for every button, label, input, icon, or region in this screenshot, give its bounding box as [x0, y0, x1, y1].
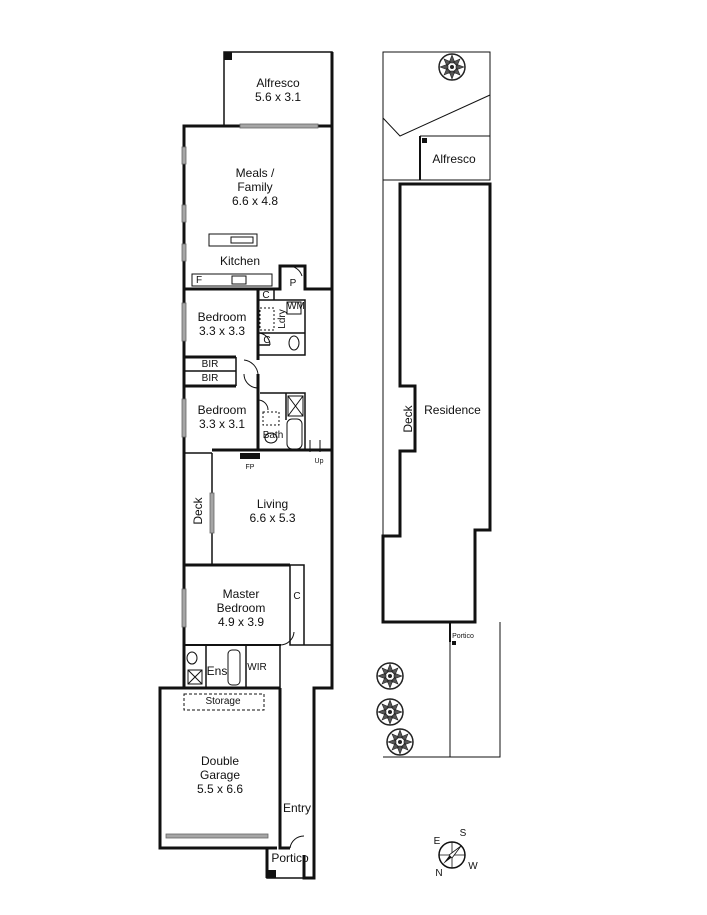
- room-title: Bedroom: [197, 310, 247, 324]
- room-title: Bedroom: [216, 601, 266, 615]
- label-pantry: P: [289, 278, 297, 289]
- site-markers: [422, 138, 456, 645]
- tree-icon: [376, 698, 404, 726]
- label-bir: BIR: [201, 359, 219, 370]
- site-portico: Portico: [452, 633, 474, 640]
- room-bedroom-2: Bedroom 3.3 x 3.1: [188, 403, 256, 431]
- compass-south: S: [459, 828, 467, 839]
- room-entry: Entry: [282, 801, 311, 815]
- room-dims: 5.5 x 6.6: [196, 782, 244, 796]
- room-portico: Portico: [271, 851, 309, 865]
- room-title: Double: [200, 754, 240, 768]
- label-stairs-up: Up: [314, 458, 324, 465]
- room-dims: 6.6 x 4.8: [231, 194, 279, 208]
- label-cupboard: C: [263, 335, 271, 346]
- room-double-garage: Double Garage 5.5 x 6.6: [170, 754, 270, 796]
- label-cupboard: C: [293, 591, 301, 602]
- label-laundry: Ldry: [277, 309, 288, 329]
- room-title: Master: [222, 587, 260, 601]
- room-title: Meals /: [235, 166, 275, 180]
- room-title: Garage: [199, 768, 241, 782]
- tree-icon: [376, 662, 404, 690]
- fixtures: [186, 233, 321, 686]
- room-title: Living: [256, 497, 289, 511]
- room-ensuite: Ens: [206, 664, 228, 678]
- room-alfresco: Alfresco 5.6 x 3.1: [224, 76, 332, 104]
- room-title: Alfresco: [256, 76, 300, 90]
- label-fridge: F: [195, 275, 203, 286]
- compass-north: N: [435, 868, 443, 879]
- room-dims: 4.9 x 3.9: [217, 615, 265, 629]
- windows: [165, 123, 319, 839]
- label-washing-machine: WM: [287, 301, 305, 312]
- room-dims: 5.6 x 3.1: [254, 90, 302, 104]
- compass-west: W: [468, 861, 478, 872]
- label-fireplace: FP: [245, 464, 255, 471]
- room-storage: Storage: [205, 696, 241, 707]
- compass-east: E: [433, 836, 441, 847]
- room-dims: 3.3 x 3.3: [198, 324, 246, 338]
- site-deck: Deck: [401, 405, 415, 433]
- compass-icon: [438, 841, 466, 869]
- room-dims: 3.3 x 3.1: [198, 417, 246, 431]
- room-title: Family: [237, 180, 273, 194]
- room-title: Bedroom: [197, 403, 247, 417]
- post-markers: [224, 52, 276, 878]
- room-title: Kitchen: [219, 254, 261, 268]
- room-living: Living 6.6 x 5.3: [225, 497, 320, 525]
- room-dims: 6.6 x 5.3: [249, 511, 296, 525]
- site-residence: Residence: [424, 403, 481, 417]
- tree-icon: [438, 53, 466, 81]
- site-alfresco: Alfresco: [432, 152, 476, 166]
- room-kitchen: Kitchen: [210, 254, 270, 268]
- label-cupboard: C: [262, 290, 270, 301]
- site-plan: [381, 51, 501, 758]
- doors: [243, 265, 305, 849]
- room-deck: Deck: [191, 497, 205, 525]
- room-bedroom-1: Bedroom 3.3 x 3.3: [188, 310, 256, 338]
- room-wir: WIR: [247, 662, 267, 673]
- label-bir: BIR: [201, 373, 219, 384]
- room-meals-family: Meals / Family 6.6 x 4.8: [200, 166, 310, 208]
- room-master-bedroom: Master Bedroom 4.9 x 3.9: [196, 587, 286, 629]
- tree-icon: [386, 728, 414, 756]
- room-bath: Bath: [262, 430, 284, 441]
